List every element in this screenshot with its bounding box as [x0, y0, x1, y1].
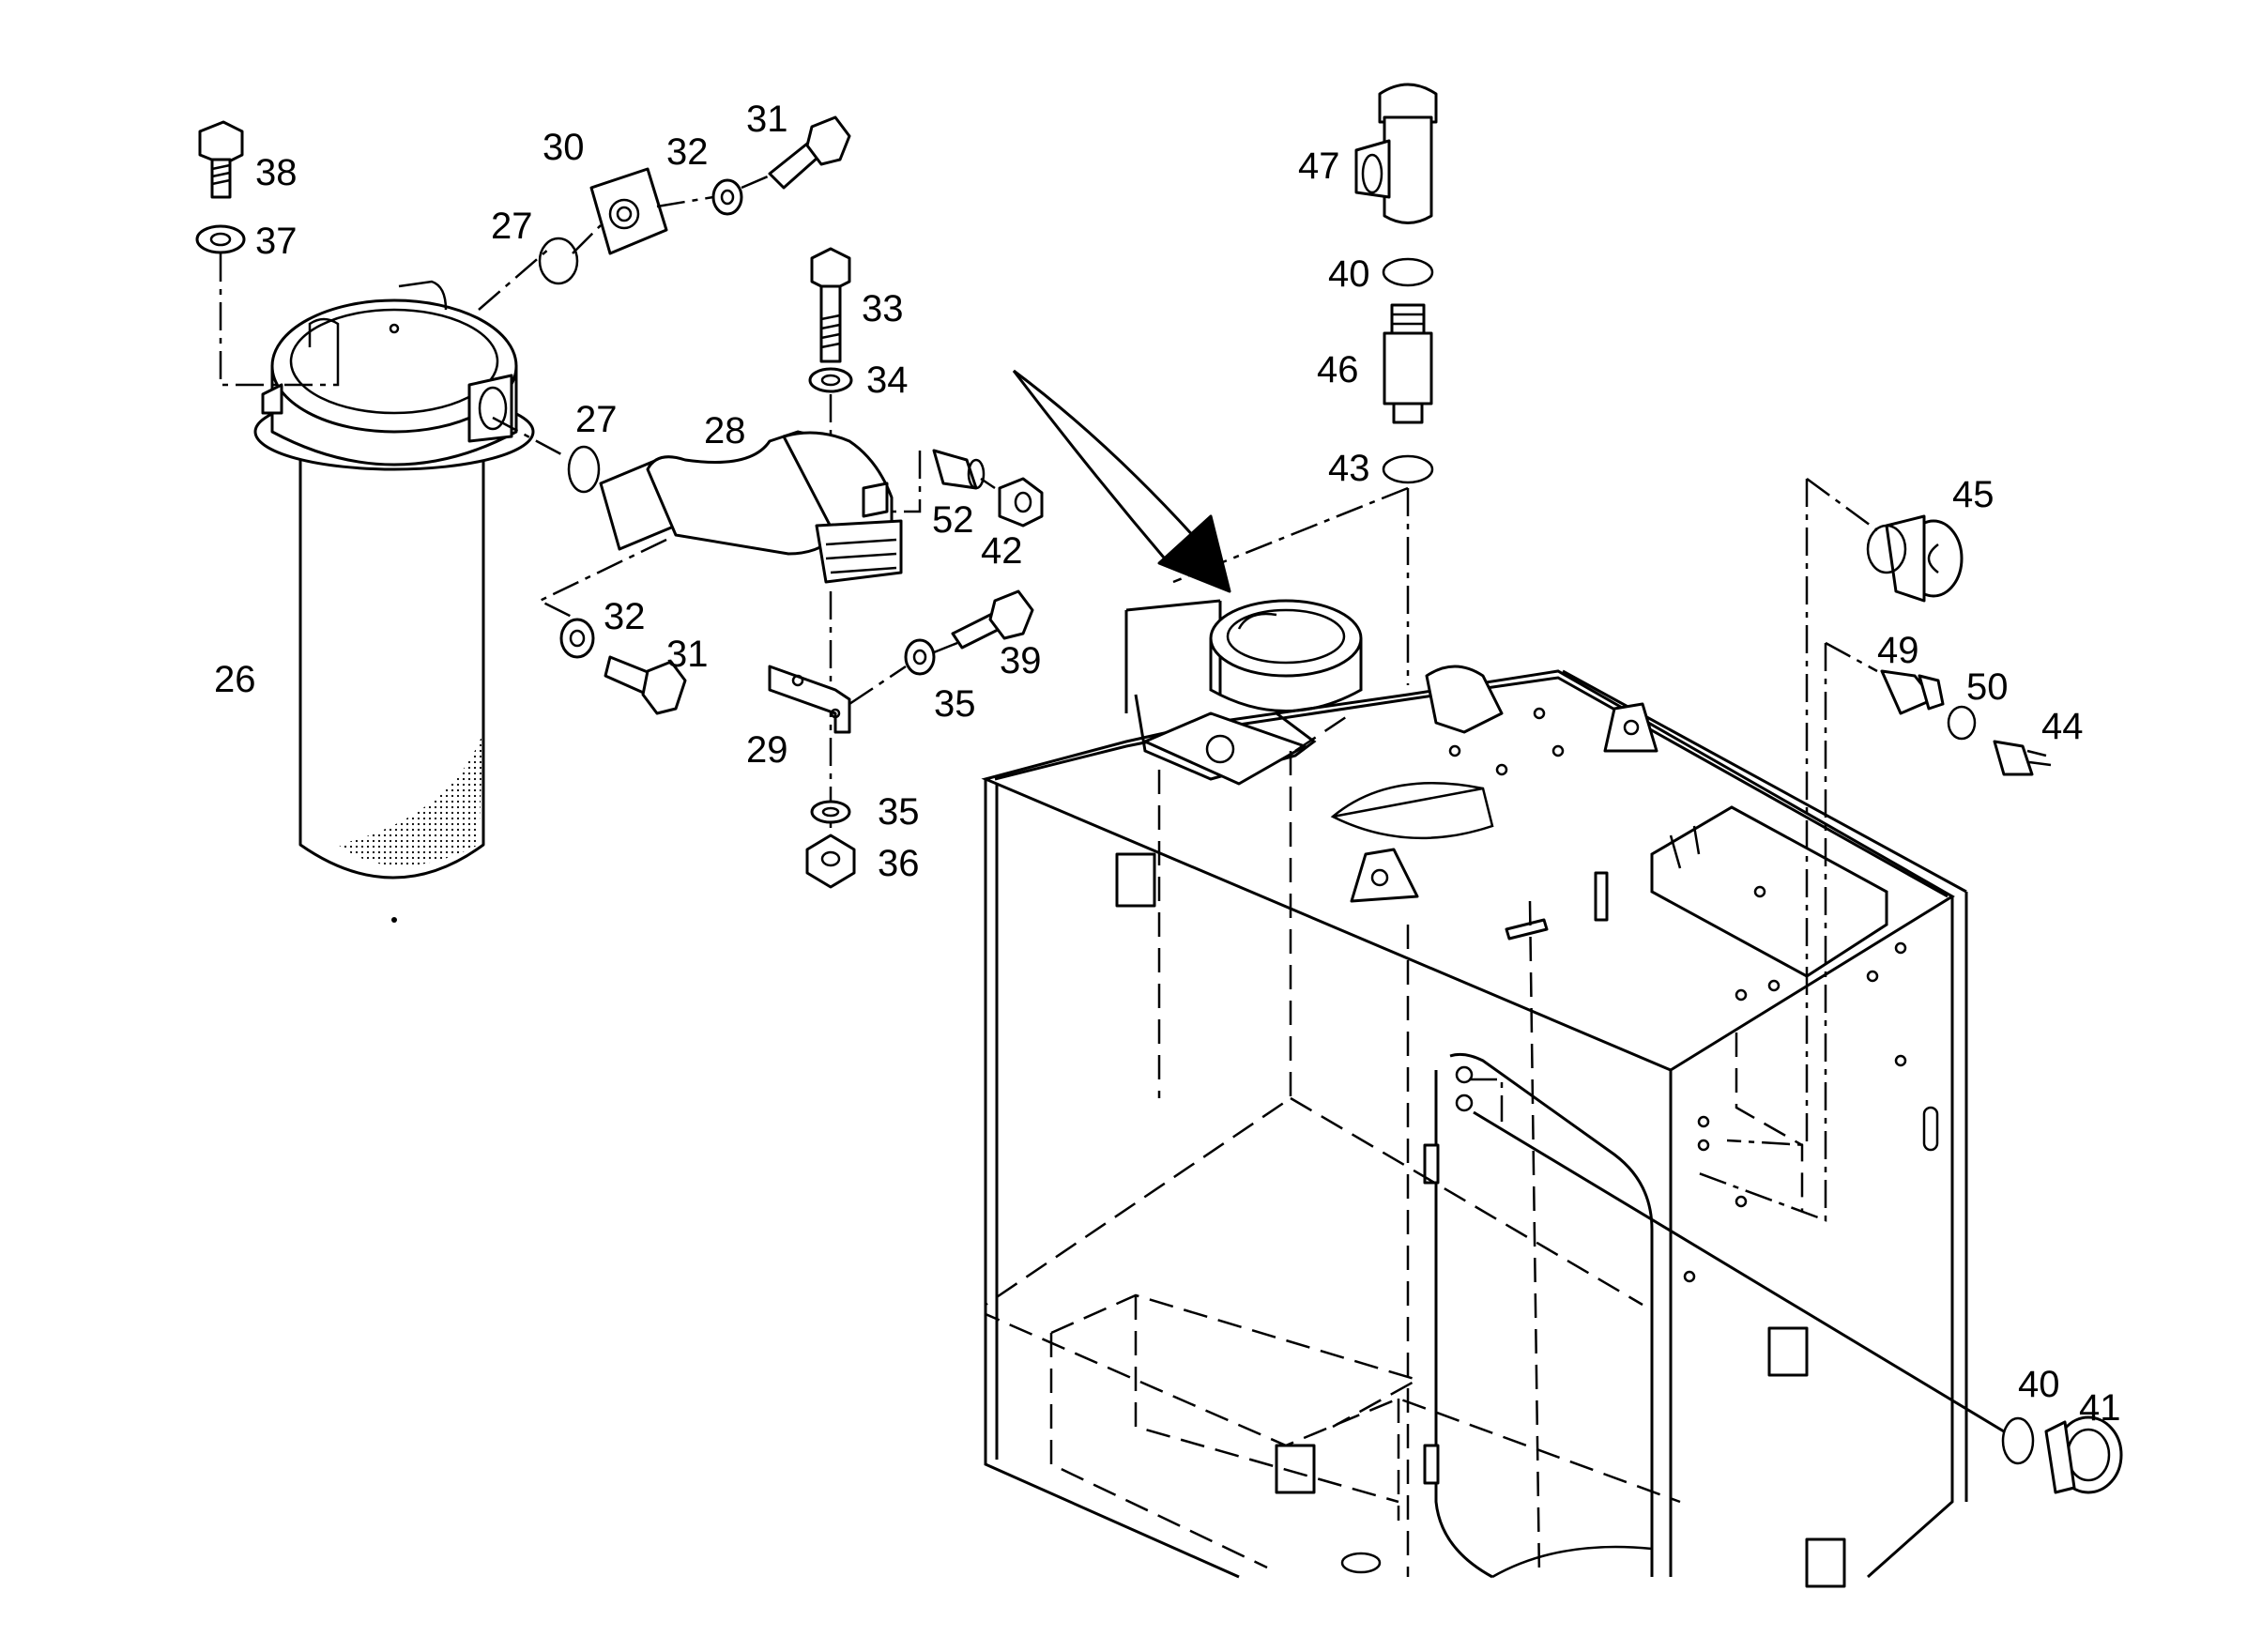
- callout-42: 42: [981, 530, 1023, 572]
- callout-39: 39: [1000, 640, 1042, 681]
- bolt-31-upper: [768, 115, 851, 190]
- washer-34: [808, 367, 853, 393]
- callout-38: 38: [255, 152, 298, 193]
- bolt-31-lower: [604, 655, 687, 715]
- callout-37: 37: [255, 221, 298, 262]
- guide-line: [892, 451, 922, 513]
- callout-32-upper: 32: [666, 131, 709, 173]
- assembly-arrow: [1012, 369, 1231, 593]
- callout-27-lower: 27: [575, 399, 618, 440]
- fitting-52: [932, 449, 986, 490]
- guide-line: [980, 477, 996, 490]
- plug-45: [1866, 514, 1964, 603]
- callout-31-upper: 31: [746, 99, 788, 140]
- o-ring-27-upper: [538, 237, 579, 285]
- callout-45: 45: [1952, 474, 1995, 515]
- callout-31-lower: 31: [666, 634, 709, 675]
- fitting-49: [1880, 669, 1945, 715]
- bracket-29: [768, 665, 851, 734]
- callout-labels: 26 27 27 28 29 30 31 31 32 32 33 34 35 3…: [214, 99, 2121, 1429]
- washer-35-lower: [810, 800, 851, 824]
- callout-41: 41: [2079, 1387, 2121, 1429]
- bolt-38: [198, 120, 244, 199]
- guide-line: [1172, 486, 1409, 584]
- callout-43: 43: [1328, 448, 1370, 489]
- hydraulic-tank: [981, 599, 1968, 1588]
- washer-32-lower: [559, 618, 595, 659]
- callout-34: 34: [866, 359, 909, 401]
- tee-fitting-47: [1354, 83, 1438, 224]
- callout-35-upper: 35: [934, 683, 976, 725]
- callout-49: 49: [1877, 630, 1919, 671]
- guide-line: [219, 253, 340, 387]
- guide-line: [1698, 641, 1878, 1222]
- callout-27-upper: 27: [491, 206, 533, 247]
- bolt-39: [951, 589, 1034, 650]
- callout-32-lower: 32: [604, 596, 646, 637]
- o-ring-40-lower: [2001, 1416, 2035, 1465]
- washer-37: [195, 224, 246, 254]
- callout-26: 26: [214, 659, 256, 700]
- callout-40-upper: 40: [1328, 253, 1370, 295]
- o-ring-50: [1947, 705, 1977, 741]
- callout-28: 28: [704, 410, 746, 451]
- o-ring-43: [1382, 454, 1434, 484]
- guide-line: [537, 538, 667, 621]
- callout-50: 50: [1966, 666, 2009, 708]
- flange-30: [589, 167, 668, 255]
- sensor-44: [1993, 740, 2052, 776]
- leader-line: [1473, 1110, 2005, 1433]
- guide-line: [478, 172, 775, 311]
- callout-44: 44: [2041, 706, 2084, 747]
- washer-32-upper: [711, 178, 743, 216]
- sight-glass-41: [2044, 1415, 2123, 1494]
- callout-40-lower: 40: [2018, 1364, 2060, 1405]
- callout-46: 46: [1317, 349, 1359, 390]
- filter-housing: [253, 280, 535, 923]
- nut-42: [998, 477, 1044, 528]
- guide-line: [848, 641, 958, 706]
- nut-36: [805, 834, 856, 889]
- guide-line: [1726, 477, 1878, 1147]
- bolt-33: [810, 247, 851, 363]
- callout-29: 29: [746, 729, 788, 771]
- callout-52: 52: [932, 499, 974, 541]
- callout-30: 30: [543, 127, 585, 168]
- washer-35-upper: [904, 638, 936, 676]
- callout-36: 36: [878, 843, 920, 884]
- elbow-pipe-28: [567, 430, 903, 584]
- guide-line: [492, 416, 564, 457]
- guide-line: [1469, 1078, 1504, 1122]
- o-ring-40-upper: [1382, 257, 1434, 287]
- callout-47: 47: [1298, 145, 1340, 187]
- callout-35-lower: 35: [878, 791, 920, 833]
- callout-33: 33: [862, 288, 904, 329]
- adapter-46: [1383, 303, 1433, 424]
